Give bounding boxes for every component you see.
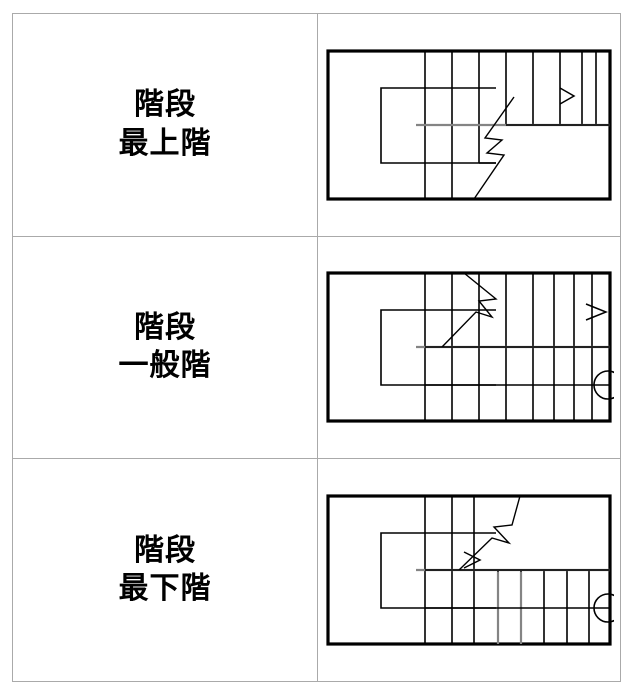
stair-plan-top-floor-diagram (326, 49, 612, 201)
figure-wrap (318, 267, 620, 427)
stair-label-line1: 階段 (134, 533, 196, 567)
label-stack: 階段 最上階 (13, 86, 317, 163)
figure-wrap (318, 490, 620, 650)
stair-figure-cell-typical-floor (317, 235, 621, 460)
break-symbol-icon (458, 495, 521, 571)
tread-lines-lower (497, 570, 590, 645)
table-row: 階段 一般階 (12, 235, 621, 460)
inner-well-rect (380, 87, 496, 164)
stair-label-line2: 一般階 (118, 349, 212, 383)
stair-label-cell-bottom-floor: 階段 最下階 (12, 458, 318, 682)
stair-label-cell-top-floor: 階段 最上階 (12, 13, 318, 237)
tread-lines-upper (424, 50, 597, 199)
column-marker-circle-icon (593, 593, 614, 623)
table-row: 階段 最上階 (12, 13, 621, 237)
up-arrow-icon (463, 551, 482, 569)
stair-label-line1: 階段 (134, 311, 196, 345)
up-arrow-icon (559, 87, 576, 105)
stair-plan-table: 階段 最上階 (12, 13, 621, 682)
stair-label-line2: 最下階 (118, 572, 212, 606)
stair-label-line1: 階段 (134, 88, 196, 122)
break-symbol-icon (473, 96, 515, 200)
stair-figure-cell-bottom-floor (317, 458, 621, 682)
column-marker-circle-icon (593, 370, 614, 401)
stair-label-cell-typical-floor: 階段 一般階 (12, 235, 318, 460)
label-stack: 階段 一般階 (13, 309, 317, 386)
label-stack: 階段 最下階 (13, 532, 317, 609)
table-row: 階段 最下階 (12, 458, 621, 682)
figure-wrap (318, 45, 620, 205)
stair-plan-bottom-floor-diagram (326, 494, 614, 646)
stair-figure-cell-top-floor (317, 13, 621, 237)
stair-plan-typical-floor-diagram (326, 271, 614, 424)
up-arrow-icon (585, 303, 609, 322)
stair-label-line2: 最上階 (118, 126, 212, 160)
break-symbol-icon (441, 272, 498, 348)
